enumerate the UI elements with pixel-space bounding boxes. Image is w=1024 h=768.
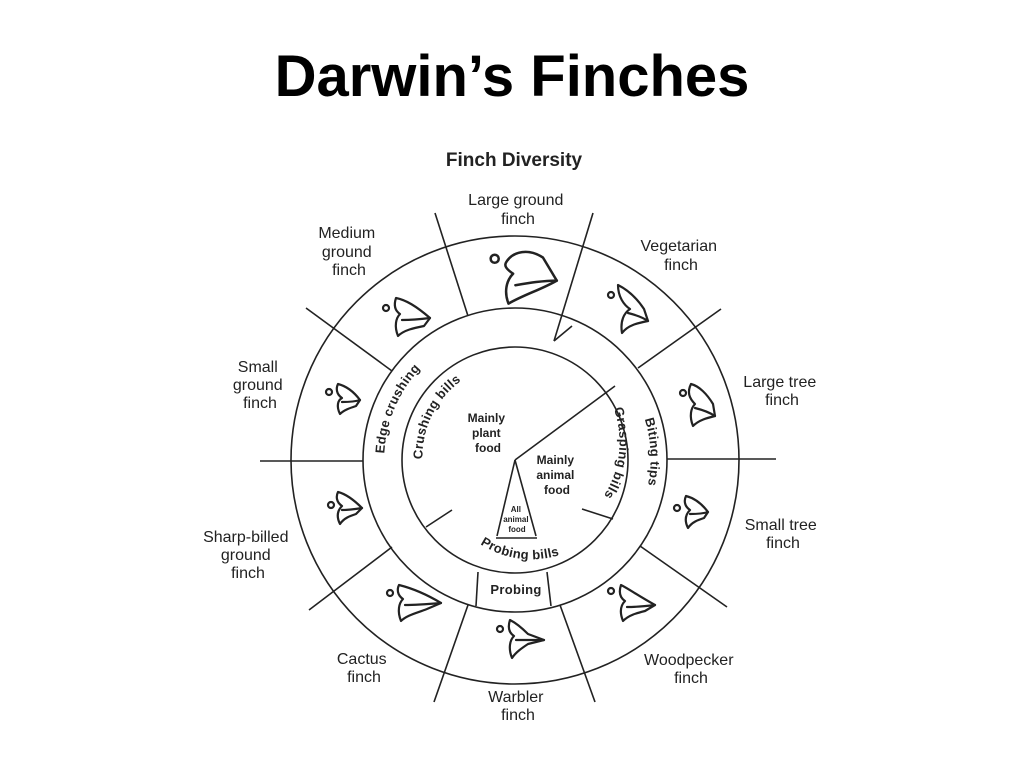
small-ground-finch-beak-icon	[324, 382, 362, 416]
finch-label-large-tree: Large tree finch	[743, 374, 820, 409]
finch-label-sharp-billed-ground: Sharp-billed ground finch	[203, 529, 293, 582]
finch-label-small-ground: Small ground finch	[233, 359, 287, 412]
spoke-10	[305, 307, 393, 372]
small-tree-finch-beak-icon	[672, 494, 710, 530]
spoke-2	[553, 212, 594, 342]
ring-label-biting-tips: Biting tips	[642, 416, 663, 488]
ring-label-crushing-bills: Crushing bills	[410, 371, 463, 459]
middle-divider-bottom-left	[475, 571, 479, 607]
sharp-billed-ground-finch-beak-icon	[326, 490, 364, 526]
center-divider-plant-animal	[514, 385, 616, 461]
ring-label-probing: Probing	[490, 582, 541, 597]
large-ground-finch-beak-icon	[489, 250, 559, 305]
spoke-7	[433, 604, 469, 703]
middle-divider-top	[553, 325, 573, 342]
warbler-finch-beak-icon	[495, 618, 546, 660]
center-label-plant: Mainly plant food	[468, 411, 509, 455]
spoke-5	[639, 545, 728, 608]
spoke-1	[434, 212, 469, 317]
middle-ring	[362, 307, 668, 613]
cactus-finch-beak-icon	[385, 583, 443, 623]
diagram-heading: Finch Diversity	[446, 150, 583, 171]
spoke-6	[559, 604, 596, 703]
center-label-animal: Mainly animal food	[536, 453, 577, 497]
woodpecker-finch-beak-icon	[606, 583, 657, 623]
ring-label-grasping-bills: Grasping bills	[601, 405, 631, 502]
finch-label-large-ground: Large ground finch	[468, 192, 568, 228]
spoke-3	[637, 308, 722, 369]
spoke-8	[308, 546, 393, 611]
medium-ground-finch-beak-icon	[381, 296, 432, 338]
middle-divider-bottom-right	[546, 571, 552, 607]
center-label-all-animal: All animal food	[503, 505, 531, 534]
finch-label-vegetarian: Vegetarian finch	[641, 238, 722, 274]
outer-ring	[290, 235, 740, 685]
middle-divider-right	[581, 508, 614, 520]
slide-title: Darwin’s Finches	[274, 44, 750, 109]
vegetarian-finch-beak-icon	[606, 283, 650, 335]
center-divider-left	[496, 459, 516, 537]
middle-divider-left	[425, 509, 453, 528]
finch-label-woodpecker: Woodpecker finch	[644, 652, 738, 687]
finch-label-small-tree: Small tree finch	[745, 517, 821, 552]
large-tree-finch-beak-icon	[678, 382, 717, 428]
finch-label-cactus: Cactus finch	[337, 651, 391, 686]
center-divider-right	[514, 459, 537, 537]
finch-label-warbler: Warbler finch	[488, 689, 548, 724]
inner-ring	[401, 346, 629, 574]
finch-label-medium-ground: Medium ground finch	[318, 225, 379, 279]
